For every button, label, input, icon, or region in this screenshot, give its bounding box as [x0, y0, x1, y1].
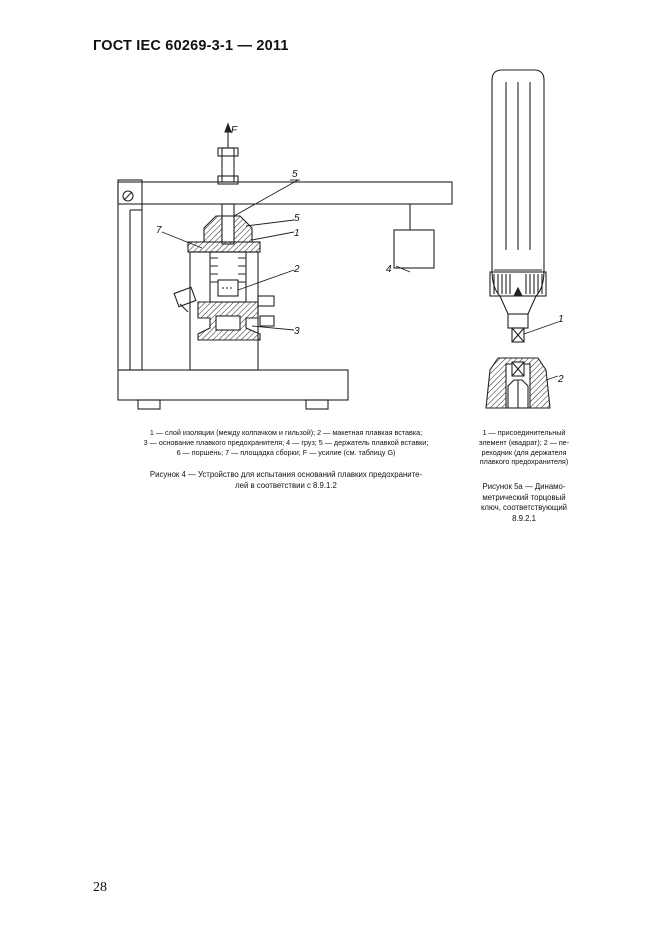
- top-arm: [117, 181, 453, 205]
- label-4: 4: [386, 264, 392, 275]
- title-line: лей в соответствии с 8.9.1.2: [235, 480, 337, 490]
- legend-line: 1 — присоединительный: [482, 428, 566, 437]
- label-force: F: [231, 125, 238, 136]
- legend-line: 6 — поршень; 7 — площадка сборки; F — ус…: [176, 447, 396, 457]
- label-1: 1: [294, 228, 300, 239]
- label-2-wrench: 2: [557, 374, 564, 385]
- figure-5a-drawing: 1 2: [485, 69, 564, 409]
- label-7: 7: [156, 225, 162, 236]
- figure-4-legend: 1 — слой изоляции (между колпачком и гил…: [112, 428, 460, 457]
- title-line: метрический торцовый: [482, 492, 566, 502]
- weight: [393, 229, 435, 269]
- legend-line: плавкого предохранителя): [479, 457, 569, 467]
- legend-line: 1 — слой изоляции (между колпачком и гил…: [149, 428, 423, 437]
- title-line: ключ, соответствующий: [480, 503, 568, 512]
- base-foot-left: [137, 399, 161, 410]
- page-number: 28: [93, 880, 107, 895]
- title-line: Рисунок 4 — Устройство для испытания осн…: [149, 470, 423, 479]
- title-line: 8.9.2.1: [512, 513, 536, 523]
- legend-line: элемент (квадрат); 2 — пе-: [478, 437, 570, 447]
- base-plate: [117, 369, 349, 401]
- document-header: ГОСТ IEC 60269-3-1 — 2011: [93, 38, 289, 54]
- load-rod: [221, 147, 235, 183]
- figure-4-drawing: F 5 5 1 7 2 4 3: [117, 122, 453, 410]
- base-foot-right: [305, 399, 329, 410]
- figure-4-title: Рисунок 4 — Устройство для испытания осн…: [112, 470, 460, 491]
- label-3: 3: [294, 326, 300, 337]
- figure-5a-legend: 1 — присоединительный элемент (квадрат);…: [462, 428, 586, 467]
- side-clamp: [173, 286, 197, 308]
- label-2: 2: [293, 264, 300, 275]
- square-connector: [511, 327, 525, 343]
- legend-line: 3 — основание плавкого предохранителя; 4…: [143, 437, 429, 447]
- label-1-wrench: 1: [558, 314, 564, 325]
- pivot-pin: [122, 190, 134, 202]
- title-line: Рисунок 5а — Динамо-: [482, 482, 566, 491]
- wrench-shaft: [507, 313, 529, 329]
- wrench-handle: [491, 69, 545, 297]
- fuse-link: [209, 251, 247, 303]
- label-5-lower: 5: [294, 213, 300, 224]
- figure-5a-title: Рисунок 5а — Динамо- метрический торцовы…: [470, 482, 578, 524]
- legend-line: реходник (для держателя: [481, 447, 567, 457]
- label-5-top: 5: [292, 169, 298, 180]
